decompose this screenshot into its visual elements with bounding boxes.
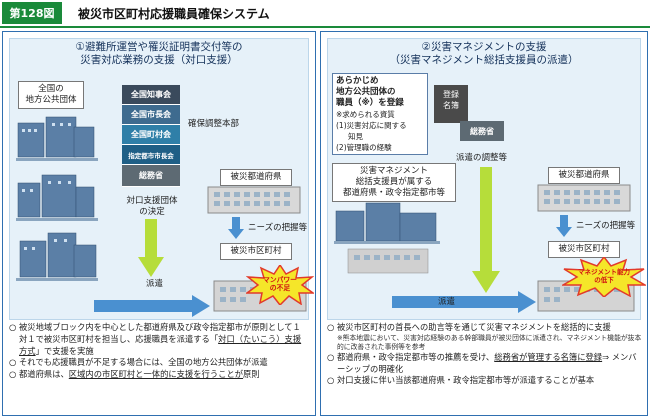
stack-item-mayors: 全国市長会: [122, 105, 180, 125]
note-item: ○ それでも応援職員が不足する場合には、全国の地方公共団体が派遣: [9, 357, 309, 369]
note-text: 被災地域ブロック内を中心とした都道府県及び政令指定都市が原則として１対１で被災市…: [19, 322, 301, 344]
green-down-arrow-icon: [472, 167, 500, 293]
note-text-tail: ⇒ メンバーシップの明確化: [337, 351, 637, 374]
note-text: 被災市区町村の首長への助言等を通じて災害マネジメントを総括的に支援: [337, 322, 611, 332]
local-gov-buildings-icon: [16, 116, 98, 281]
reg-line2: 地方公共団体の: [336, 87, 396, 97]
note-bullet: ○: [9, 357, 17, 368]
needs-arrow-icon: [556, 215, 572, 237]
prefecture-building-icon: [207, 186, 301, 214]
registry-book-icon: 登録 名簿: [434, 85, 468, 123]
reg-line5: (1)災害対応に関する: [336, 121, 407, 130]
hisai-city-label: 被災市区町村: [220, 243, 292, 260]
panel-title-line2: （災害マネジメント総括支援員の派遣）: [389, 54, 579, 66]
local-gov-label-line1: 全国の: [38, 84, 64, 94]
decision-line2: の決定: [139, 207, 165, 217]
reg-line6: 知見: [348, 132, 363, 141]
burst-line2: の不足: [269, 284, 291, 292]
meibo-line1: 登録: [443, 90, 459, 99]
left-notes: ○ 被災地域ブロック内を中心とした都道府県及び政令指定都市が原則として１対１で被…: [9, 322, 309, 381]
hisai-pref-label: 被災都道府県: [548, 167, 620, 184]
note-bullet: ○: [327, 375, 335, 386]
reg-line1: あらかじめ: [336, 76, 379, 86]
mic-label: 総務省: [460, 121, 504, 141]
panel-title-line2: 災害対応業務の支援（対口支援）: [80, 54, 238, 66]
note-text: 都道府県は、: [19, 369, 69, 380]
needs-label: ニーズの把握等: [248, 223, 308, 233]
note-text: 対口支援に伴い当該都道府県・政令指定都市等が派遣することが基本: [337, 375, 595, 386]
note-underline: 区域内の市区町村と一体的に支援を行うことが: [68, 369, 244, 380]
stack-item-towns: 全国町村会: [122, 125, 180, 145]
hisai-pref-label: 被災都道府県: [220, 169, 292, 186]
note-bullet: ○: [9, 322, 17, 332]
note-underline: 対口（たいこう）支援方式: [19, 333, 302, 356]
note-footnote: ※熊本地震において、災害対応経験のある幹部職員が被災団体に派遣され、マネジメント…: [337, 333, 642, 351]
coordination-stack: 全国知事会 全国市長会 全国町村会 指定都市市長会 総務省: [122, 85, 180, 187]
note-text-tail: 」で支援を実施: [35, 345, 94, 356]
note-bullet: ○: [327, 322, 335, 332]
dm-line3: 都道府県・政令指定都市等: [342, 188, 445, 198]
note-item: ○ 都道府県・政令指定都市等の推薦を受け、総務省が管理する名簿に登録⇒ メンバー…: [327, 352, 643, 376]
burst-line1: マネジメント能力: [578, 268, 630, 276]
figure-title: 被災市区町村応援職員確保システム: [78, 7, 270, 21]
dm-box: 災害マネジメント 総括支援員が属する 都道府県・政令指定都市等: [332, 163, 456, 202]
hisai-city-label: 被災市区町村: [548, 241, 620, 258]
note-item: ○ 被災市区町村の首長への助言等を通じて災害マネジメントを総括的に支援: [327, 322, 643, 334]
dispatch-label: 派遣: [146, 279, 164, 289]
panel-taikou-support: ①避難所運営や罹災証明書交付等の 災害対応業務の支援（対口支援） 全国の 地方公…: [2, 31, 316, 416]
decision-line1: 対口支援団体: [126, 196, 178, 206]
dispatch-label: 派遣: [438, 297, 456, 307]
dispatch-arrow-icon: [392, 291, 536, 313]
adjust-label: 派遣の調整等: [456, 153, 508, 163]
decision-label: 対口支援団体 の決定: [122, 196, 182, 218]
panel-diagram-area: ①避難所運営や罹災証明書交付等の 災害対応業務の支援（対口支援） 全国の 地方公…: [9, 38, 314, 320]
note-text: 都道府県・政令指定都市等の推薦を受け、: [337, 351, 495, 362]
reg-line3: 職員（※）を登録: [336, 98, 404, 108]
dm-line2: 総括支援員が属する: [355, 177, 433, 187]
management-decline-burst: マネジメント能力 の低下: [562, 257, 646, 297]
note-bullet: ○: [327, 351, 335, 362]
panel-title-line1: ①避難所運営や罹災証明書交付等の: [75, 41, 243, 53]
dm-buildings-icon: [334, 202, 440, 274]
note-item: ○ 被災地域ブロック内を中心とした都道府県及び政令指定都市が原則として１対１で被…: [9, 322, 309, 357]
burst-line1: マンパワー: [263, 276, 297, 284]
header-rule: [0, 26, 650, 28]
stack-item-governors: 全国知事会: [122, 85, 180, 105]
figure-number: 第128図: [2, 2, 62, 24]
note-text: それでも応援職員が不足する場合には、全国の地方公共団体が派遣: [19, 357, 268, 368]
local-gov-label-line2: 地方公共団体: [25, 95, 77, 105]
reg-line4: ※求められる資質: [336, 110, 395, 119]
kakuho-label: 確保調整本部: [188, 119, 240, 129]
meibo-line2: 名簿: [443, 101, 459, 110]
note-item: ○ 都道府県は、区域内の市区町村と一体的に支援を行うことが原則: [9, 369, 309, 381]
needs-label: ニーズの把握等: [576, 221, 636, 231]
dm-line1: 災害マネジメント: [359, 166, 428, 176]
needs-arrow-icon: [228, 217, 244, 239]
reg-line7: (2)管理職の経験: [336, 143, 392, 152]
local-gov-label: 全国の 地方公共団体: [18, 81, 84, 109]
note-underline: 総務省が管理する名簿に登録: [494, 351, 603, 362]
manpower-shortage-burst: マンパワー の不足: [246, 265, 314, 305]
panel-title-line1: ②災害マネジメントの支援: [421, 41, 547, 53]
stack-item-designated-cities: 指定都市市長会: [122, 145, 180, 165]
registration-box: あらかじめ 地方公共団体の 職員（※）を登録 ※求められる資質 (1)災害対応に…: [332, 73, 428, 155]
prefecture-building-icon: [537, 184, 631, 212]
panel-management-support: ②災害マネジメントの支援 （災害マネジメント総括支援員の派遣） あらかじめ 地方…: [320, 31, 648, 416]
dispatch-arrow-icon: [94, 295, 210, 317]
note-item: ○ 対口支援に伴い当該都道府県・政令指定都市等が派遣することが基本: [327, 375, 643, 387]
stack-item-mic: 総務省: [122, 165, 180, 187]
panel-diagram-area: ②災害マネジメントの支援 （災害マネジメント総括支援員の派遣） あらかじめ 地方…: [327, 38, 646, 320]
note-text-tail: 原則: [243, 369, 260, 380]
note-bullet: ○: [9, 369, 17, 380]
right-notes: ○ 被災市区町村の首長への助言等を通じて災害マネジメントを総括的に支援 ※熊本地…: [327, 322, 643, 387]
burst-line2: の低下: [594, 276, 614, 284]
down-arrow-icon: [138, 219, 164, 277]
